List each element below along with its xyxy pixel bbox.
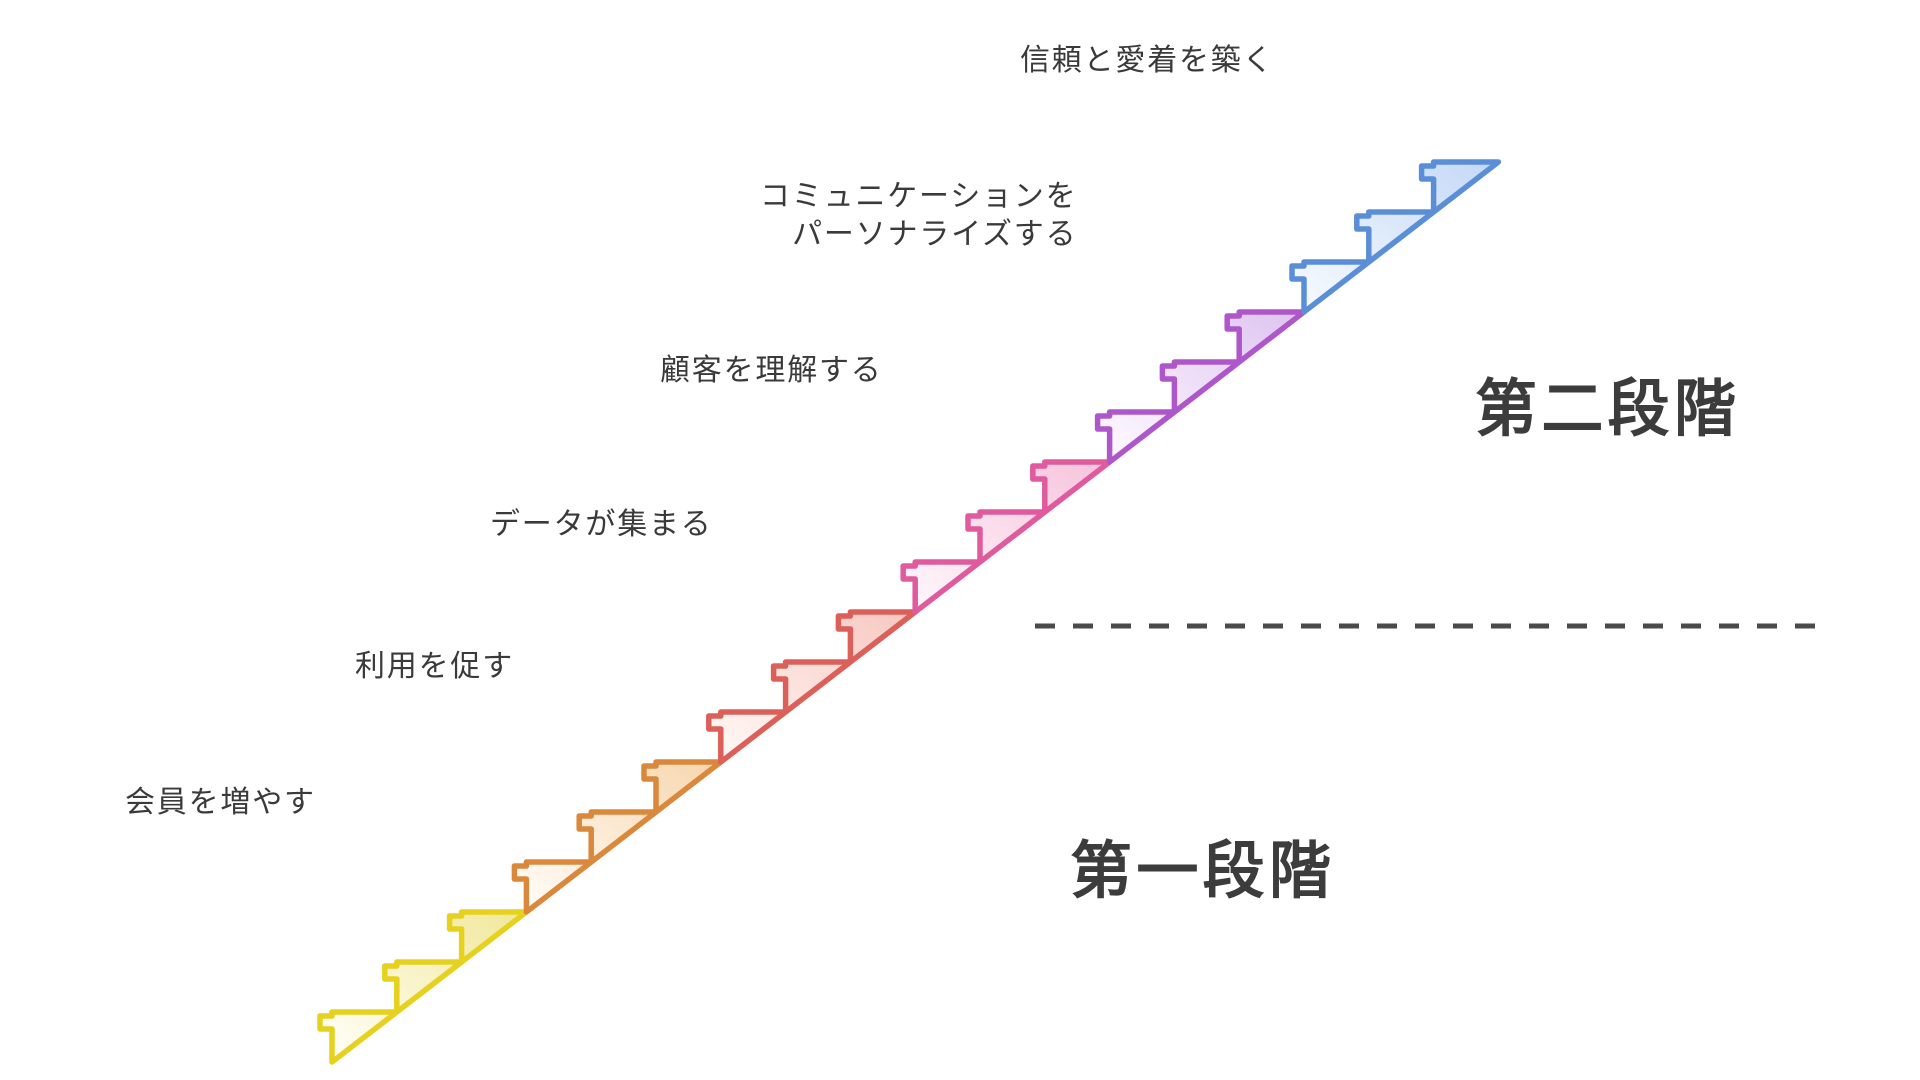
step-label-3-text: データが集まる	[490, 508, 713, 541]
stair-segment-1	[317, 909, 530, 1065]
stair-segment-5	[1094, 309, 1307, 465]
stair-segment-3	[706, 609, 918, 765]
stair-segment-4	[900, 459, 1113, 615]
stage-one-heading: 第一段階	[1070, 837, 1336, 906]
step-label-6-text: 信頼と愛着を築く	[1020, 44, 1275, 77]
step-label-1-text: 会員を増やす	[125, 786, 316, 819]
step-label-2: 利用を促す	[355, 648, 528, 686]
step-label-1: 会員を増やす	[125, 784, 330, 822]
step-label-5: コミュニケーションを パーソナライズする	[760, 178, 1091, 255]
step-label-2-text: 利用を促す	[355, 650, 514, 683]
step-label-3: データが集まる	[490, 506, 727, 544]
stair-segment-6	[1289, 159, 1502, 315]
step-label-5-line1: コミュニケーションを	[760, 180, 1078, 213]
step-label-5-text: コミュニケーションを パーソナライズする	[760, 178, 1077, 255]
step-label-4-text: 顧客を理解する	[660, 354, 883, 387]
step-label-5-line2: パーソナライズする	[792, 218, 1078, 252]
stage-two-heading: 第二段階	[1475, 375, 1741, 444]
step-label-6: 信頼と愛着を築く	[1020, 42, 1288, 80]
stair-segment-2	[511, 759, 724, 915]
step-label-4: 顧客を理解する	[660, 352, 897, 390]
